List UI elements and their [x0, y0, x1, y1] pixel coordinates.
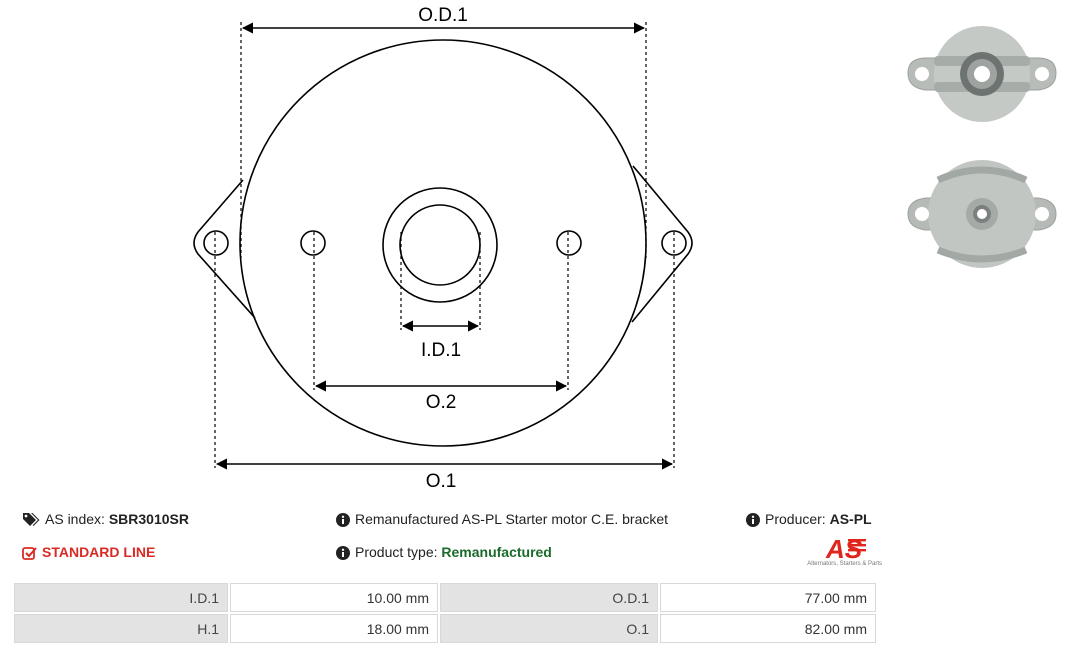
producer: Producer: AS-PL	[746, 510, 872, 528]
product-photo-front[interactable]	[898, 18, 1066, 136]
spec-value: 18.00 mm	[230, 614, 438, 643]
bearing-inner	[399, 204, 481, 286]
spec-label: O.1	[440, 614, 658, 643]
right-ear	[631, 165, 693, 323]
spec-label: O.D.1	[440, 583, 658, 612]
producer-label: Producer:	[765, 511, 826, 527]
spec-value: 10.00 mm	[230, 583, 438, 612]
hole-inner-left	[300, 230, 326, 256]
info-circle-icon	[336, 546, 350, 560]
label-od1: O.D.1	[418, 5, 468, 26]
label-id1: I.D.1	[421, 340, 461, 361]
line-text: STANDARD LINE	[42, 544, 156, 560]
mount-hole-right	[661, 230, 687, 256]
bracket-outline	[239, 39, 647, 447]
table-row: H.1 18.00 mm O.1 82.00 mm	[14, 614, 876, 643]
product-photo-back[interactable]	[898, 150, 1066, 278]
mount-hole-left	[203, 230, 229, 256]
logo-tagline: Alternators, Starters & Parts	[807, 561, 882, 567]
left-ear	[193, 179, 256, 319]
spec-value: 77.00 mm	[660, 583, 876, 612]
producer-value: AS-PL	[829, 511, 872, 527]
technical-drawing: O.D.1 I.D.1 O.2 O.1	[193, 5, 693, 492]
product-type: Product type: Remanufactured	[336, 543, 552, 561]
specs-table: I.D.1 10.00 mm O.D.1 77.00 mm H.1 18.00 …	[12, 581, 878, 645]
label-o2: O.2	[426, 392, 457, 413]
standard-line-badge: STANDARD LINE	[22, 543, 155, 561]
spec-label: H.1	[14, 614, 228, 643]
product-description: Remanufactured AS-PL Starter motor C.E. …	[336, 510, 668, 528]
info-circle-icon	[336, 513, 350, 527]
as-index-label: AS index:	[45, 511, 105, 527]
bearing-outer	[382, 187, 498, 303]
as-index-value: SBR3010SR	[108, 511, 189, 527]
as-index: AS index: SBR3010SR	[22, 510, 189, 528]
label-o1: O.1	[426, 471, 457, 492]
table-row: I.D.1 10.00 mm O.D.1 77.00 mm	[14, 583, 876, 612]
info-circle-icon	[746, 513, 760, 527]
tags-icon	[23, 513, 40, 526]
product-type-label: Product type:	[355, 544, 438, 560]
as-pl-logo: AS	[825, 534, 866, 564]
hole-inner-right	[556, 230, 582, 256]
spec-value: 82.00 mm	[660, 614, 876, 643]
check-square-icon	[22, 547, 37, 560]
product-type-value: Remanufactured	[441, 544, 552, 560]
spec-label: I.D.1	[14, 583, 228, 612]
description-text: Remanufactured AS-PL Starter motor C.E. …	[355, 511, 669, 527]
